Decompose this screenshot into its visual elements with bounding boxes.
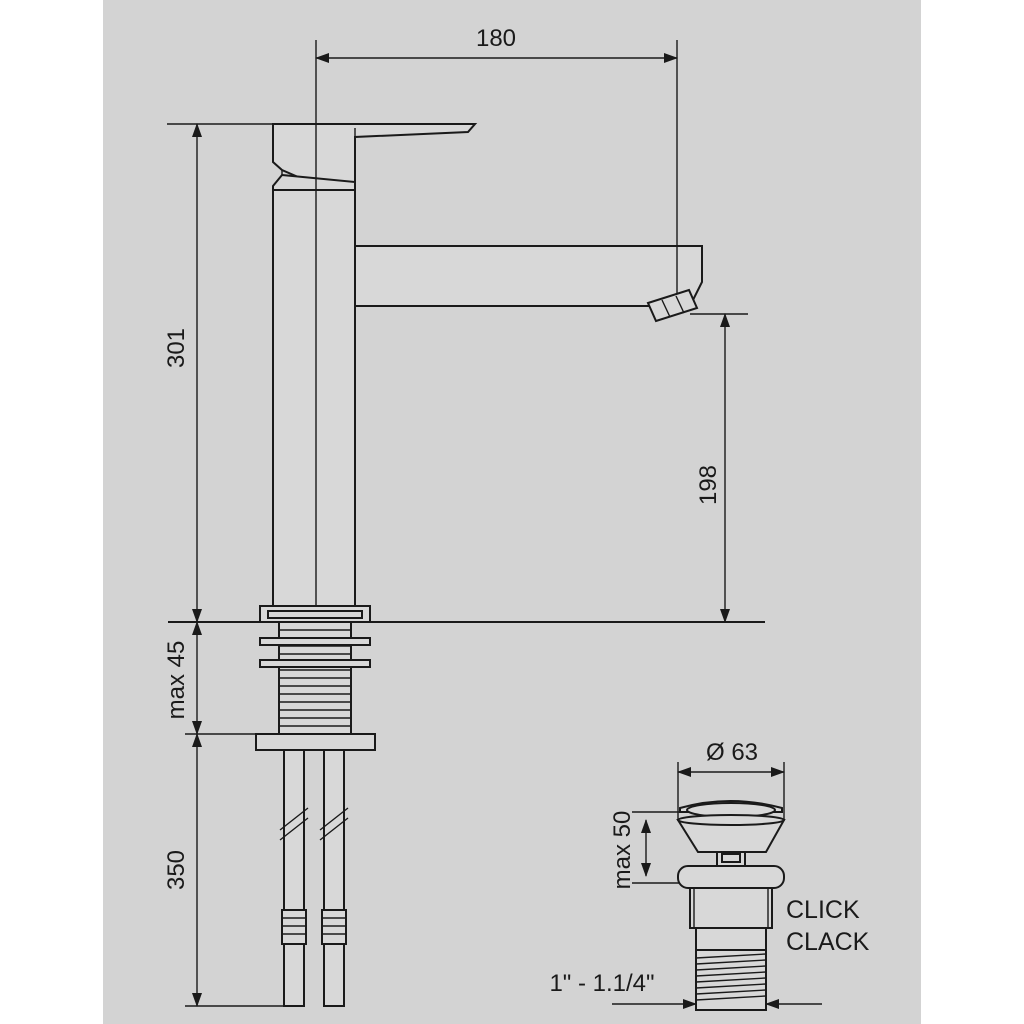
dim-thread-label: 1" - 1.1/4" <box>549 970 654 997</box>
faucet-spout <box>354 245 703 307</box>
clack-label: CLACK <box>786 928 870 956</box>
dim-max50-label: max 50 <box>609 811 636 890</box>
faucet <box>259 123 703 623</box>
click-clack-waste <box>676 800 786 1011</box>
faucet-handle <box>272 123 478 184</box>
dim-350-label: 350 <box>163 850 190 890</box>
mounting-plate <box>255 733 376 751</box>
drawing-sheet <box>103 0 921 1024</box>
dim-301-label: 301 <box>163 328 190 368</box>
faucet-column <box>272 189 356 607</box>
threaded-shank <box>255 621 376 751</box>
dim-max45-label: max 45 <box>163 641 190 720</box>
aerator <box>646 288 699 323</box>
click-label: CLICK <box>786 896 860 924</box>
dim-180-label: 180 <box>476 25 516 52</box>
dim-198-label: 198 <box>695 465 722 505</box>
hoses <box>279 749 349 1007</box>
dim-dia63-label: Ø 63 <box>706 739 758 766</box>
